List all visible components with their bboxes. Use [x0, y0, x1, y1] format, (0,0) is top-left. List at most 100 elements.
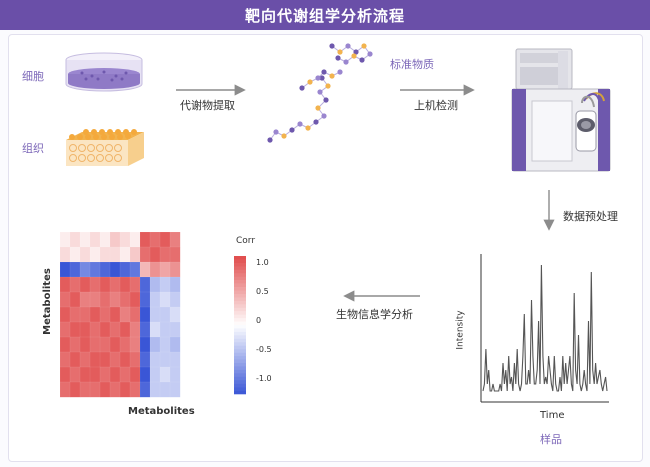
tissue-block-icon: [66, 129, 144, 166]
heatmap-cell: [119, 231, 131, 248]
petri-dish-icon: [65, 52, 143, 92]
colorbar-segment: [234, 256, 246, 260]
heatmap-cell: [89, 321, 101, 338]
heatmap-cell: [109, 321, 121, 338]
heatmap-cell: [119, 336, 131, 353]
colorbar-segment: [234, 287, 246, 291]
molecule-atom: [307, 79, 313, 85]
heatmap-cell: [139, 291, 151, 308]
heatmap-cell: [169, 381, 181, 398]
heatmap-cell: [89, 246, 101, 263]
heatmap-cell: [169, 246, 181, 263]
heatmap-cell: [139, 306, 151, 323]
colorbar-segment: [234, 345, 246, 350]
heatmap-cell: [69, 336, 81, 353]
heatmap-cell: [139, 246, 151, 263]
standard-label: 标准物质: [390, 58, 434, 71]
heatmap-cell: [109, 246, 121, 263]
colorbar-segment: [234, 300, 246, 305]
heatmap-cell: [149, 261, 161, 278]
heatmap-cell: [139, 321, 151, 338]
extraction-label: 代谢物提取: [180, 99, 235, 112]
molecule-atom: [325, 83, 331, 89]
molecule-atom: [321, 113, 327, 119]
sample-label: 样品: [540, 433, 562, 446]
colorbar-segment: [234, 390, 246, 395]
heatmap-cell: [109, 231, 121, 248]
colorbar-tick-label: 0.5: [256, 287, 269, 296]
heatmap-cell: [59, 291, 71, 308]
heatmap-cell: [169, 231, 181, 248]
molecule-atom: [315, 105, 321, 111]
heatmap-cell: [89, 351, 101, 368]
colorbar-segment: [234, 321, 246, 326]
figure-title: 靶向代谢组学分析流程: [244, 6, 405, 25]
molecule-atom: [359, 57, 365, 63]
cell-label: 细胞: [22, 70, 44, 83]
colorbar-segment: [234, 369, 246, 374]
colorbar-segment: [234, 373, 246, 378]
heatmap-cell: [139, 336, 151, 353]
colorbar-segment: [234, 314, 246, 319]
heatmap-cell: [159, 291, 171, 308]
heatmap-cell: [79, 276, 91, 293]
molecule-atom: [317, 89, 323, 95]
color-legend: 1.00.50-0.5-1.0: [234, 256, 272, 395]
colorbar-segment: [234, 283, 246, 288]
molecule-atom: [337, 49, 343, 55]
colorbar-segment: [234, 366, 246, 371]
heatmap-cell: [109, 261, 121, 278]
colorbar-segment: [234, 276, 246, 281]
heatmap-cell: [119, 291, 131, 308]
mass-spectrometer-icon: [511, 48, 611, 172]
heatmap-cell: [149, 246, 161, 263]
heatmap-cell: [69, 231, 81, 248]
heatmap-cell: [89, 336, 101, 353]
heatmap-cell: [139, 381, 151, 398]
heatmap-cell: [69, 351, 81, 368]
colorbar-segment: [234, 293, 246, 298]
colorbar-segment: [234, 325, 246, 329]
heatmap-cell: [159, 246, 171, 263]
heatmap-cell: [79, 366, 91, 383]
heatmap-cell: [89, 306, 101, 323]
colorbar-segment: [234, 356, 246, 360]
heatmap-cell: [139, 276, 151, 293]
heatmap-cell: [149, 276, 161, 293]
heatmap-cell: [99, 291, 111, 308]
colorbar-segment: [234, 259, 246, 264]
colorbar-segment: [234, 269, 246, 274]
molecule-atom: [321, 69, 327, 75]
molecule-atom: [297, 121, 303, 127]
heatmap-cell: [99, 231, 111, 248]
preprocess-label: 数据预处理: [563, 210, 618, 223]
heatmap-cell: [79, 231, 91, 248]
colorbar-segment: [234, 307, 246, 312]
heatmap-cell: [79, 321, 91, 338]
heatmap-cell: [99, 351, 111, 368]
heatmap-cell: [109, 336, 121, 353]
heatmap-cell: [169, 306, 181, 323]
heatmap-cell: [99, 321, 111, 338]
heatmap-cell: [89, 231, 101, 248]
heatmap-cell: [119, 321, 131, 338]
heatmap-cell: [129, 366, 141, 383]
heatmap-cell: [159, 381, 171, 398]
heatmap-cell: [169, 351, 181, 368]
heatmap-cell: [89, 291, 101, 308]
heatmap-cell: [99, 276, 111, 293]
heatmap-cell: [159, 306, 171, 323]
heatmap-cell: [59, 381, 71, 398]
molecule-atom: [299, 85, 305, 91]
heatmap-cell: [169, 366, 181, 383]
heatmap-cell: [59, 351, 71, 368]
heatmap-cell: [99, 381, 111, 398]
heatmap-cell: [59, 366, 71, 383]
molecule-atom: [305, 125, 311, 131]
heatmap-cell: [79, 261, 91, 278]
molecule-atom: [353, 49, 359, 55]
molecule-icon: [267, 43, 373, 143]
heatmap-cell: [99, 246, 111, 263]
colorbar-segment: [234, 352, 246, 357]
colorbar-segment: [234, 297, 246, 302]
